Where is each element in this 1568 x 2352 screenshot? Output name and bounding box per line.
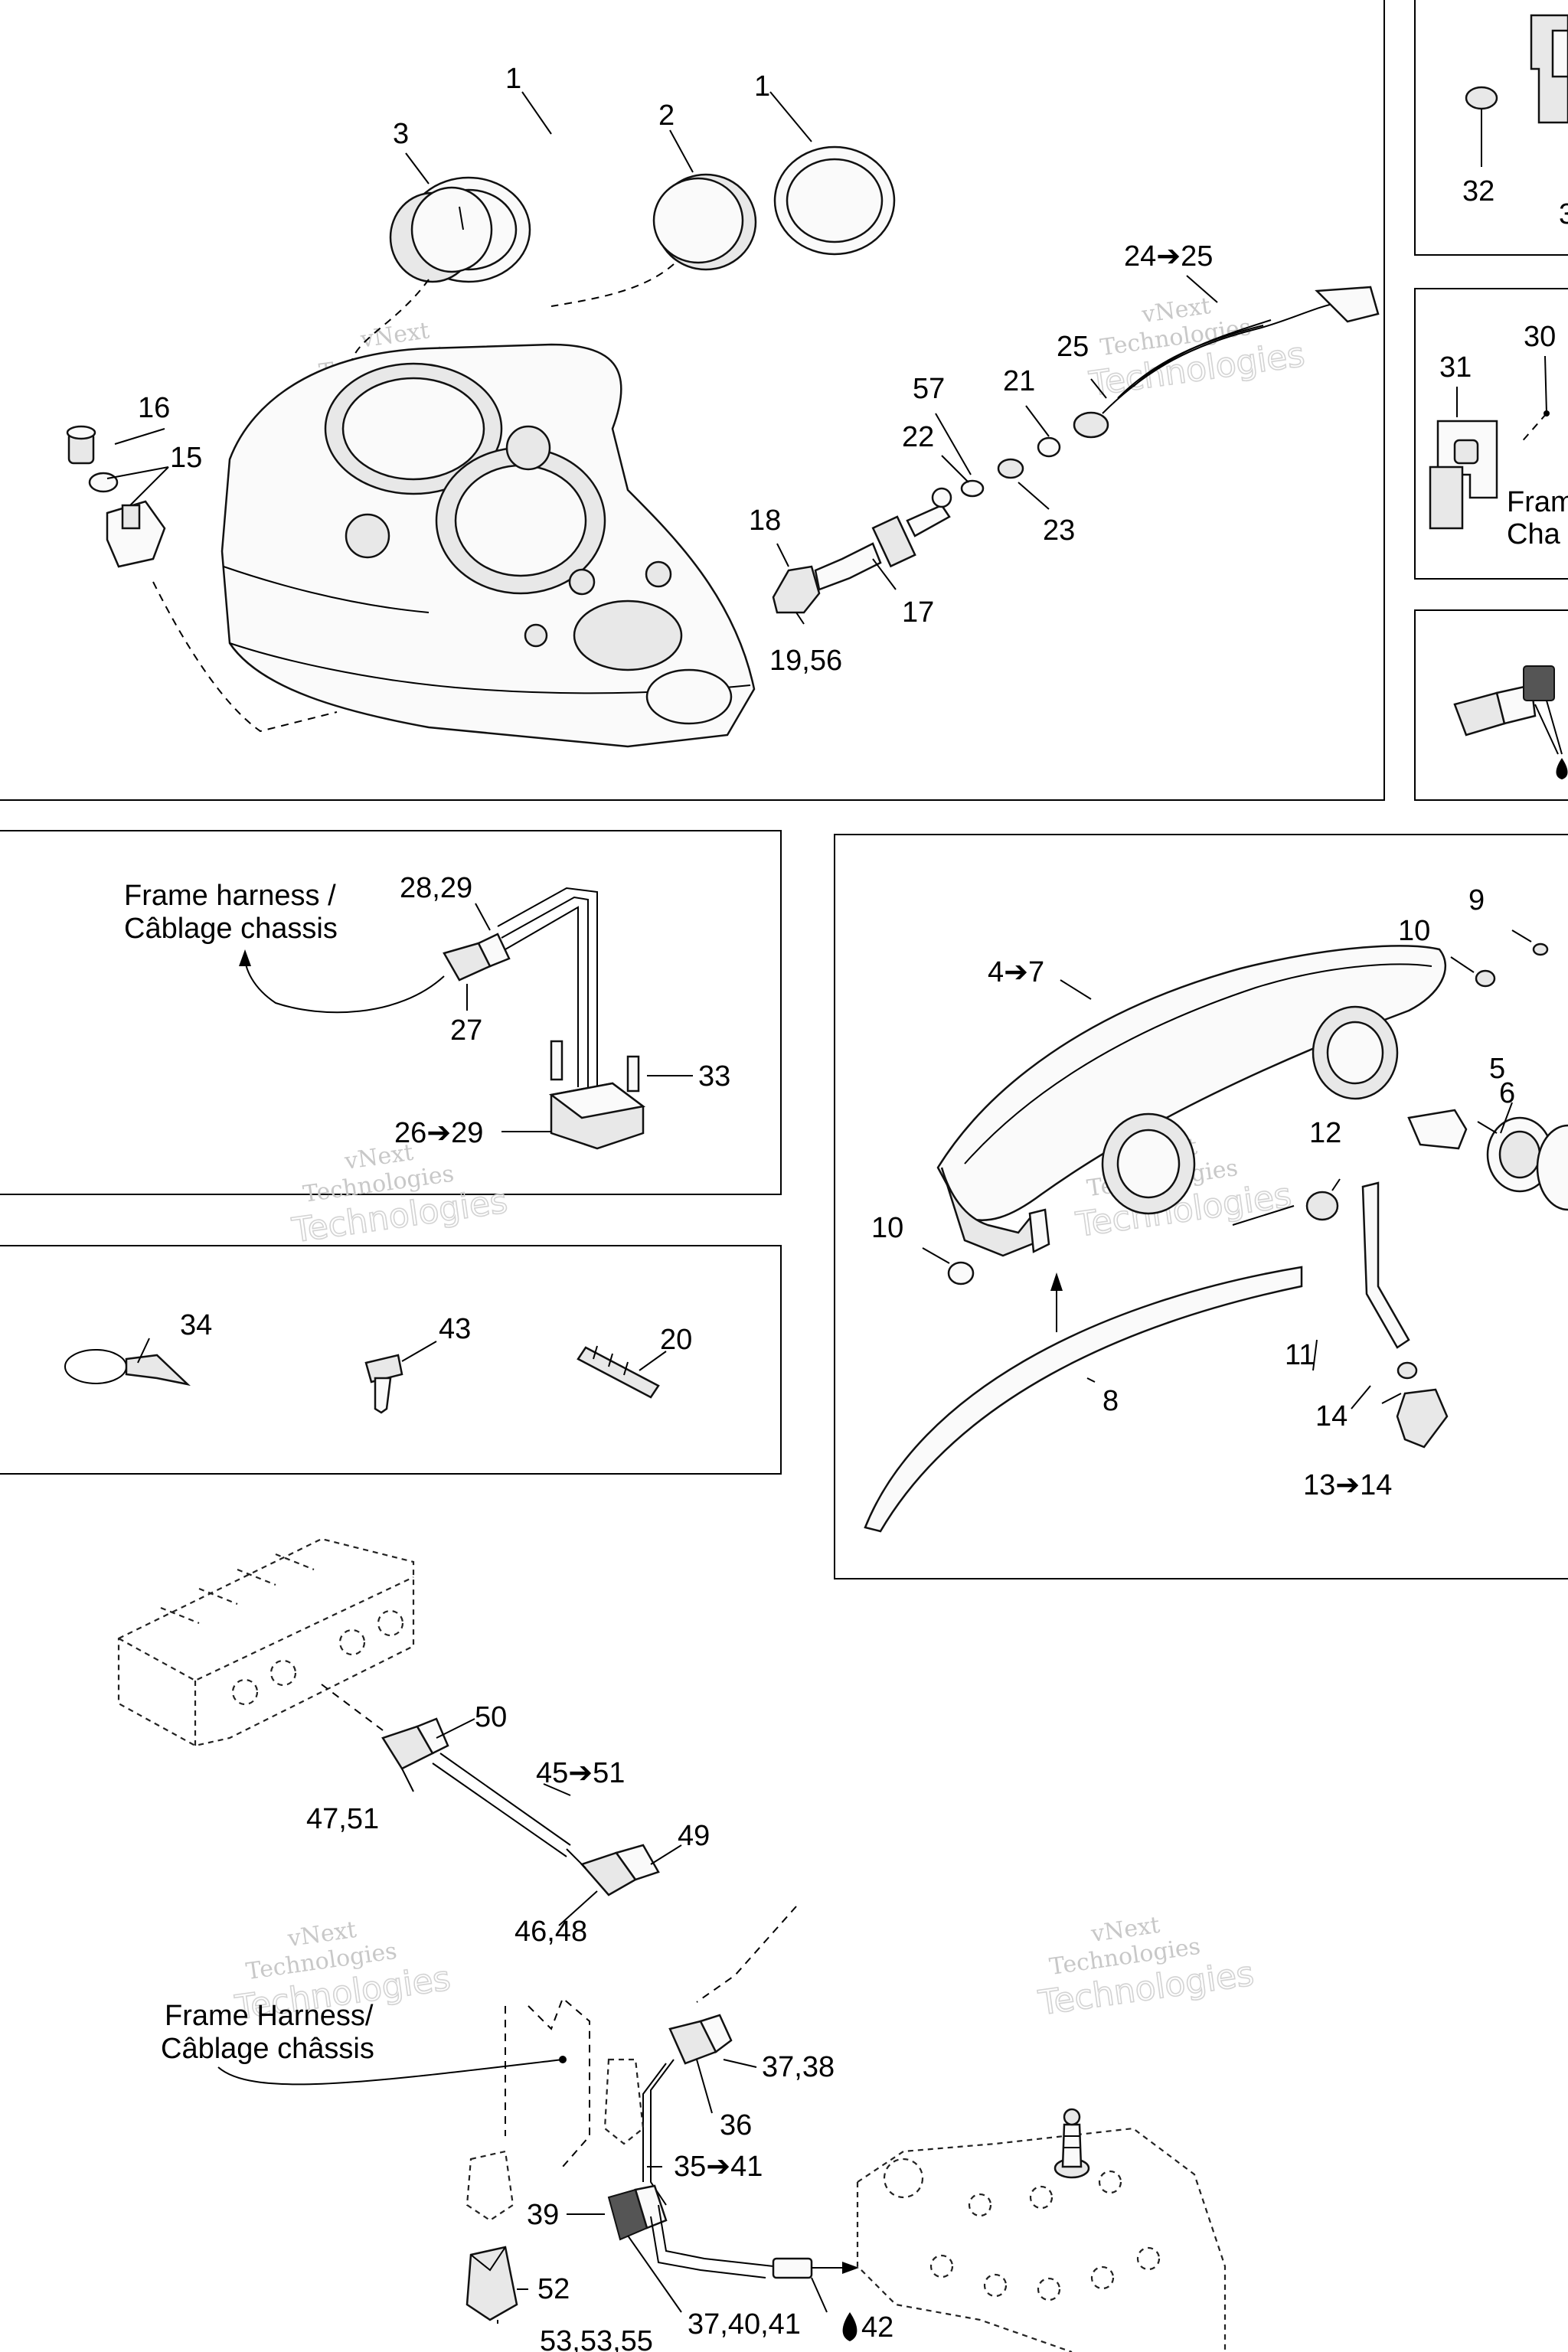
bottom-wiring-section: Frame Harness/ Câblage châssis 50 45➔51 … (117, 1537, 1227, 2352)
label-49: 49 (678, 1820, 710, 1852)
label-21: 21 (1003, 365, 1035, 397)
label-15: 15 (170, 442, 202, 474)
panel-frames (0, 0, 1568, 1579)
drop-icon (842, 2312, 858, 2341)
label-3: 3 (393, 118, 409, 150)
label-4-7: 4➔7 (988, 956, 1044, 988)
label-46-48: 46,48 (514, 1916, 587, 1948)
label-23: 23 (1043, 514, 1075, 547)
label-36: 36 (720, 2109, 752, 2141)
fasteners-panel: 34 43 20 (64, 1309, 692, 1414)
label-8: 8 (1102, 1385, 1119, 1417)
label-33: 33 (698, 1060, 730, 1093)
label-37-38: 37,38 (762, 2051, 835, 2083)
label-39: 39 (527, 2199, 559, 2231)
label-3-cut: 3 (1559, 198, 1568, 230)
label-16: 16 (138, 392, 170, 424)
label-31: 31 (1439, 351, 1472, 384)
label-17: 17 (902, 596, 934, 629)
label-34: 34 (180, 1309, 212, 1341)
switch-parts (66, 425, 166, 568)
label-22: 22 (902, 421, 934, 453)
frame-harness-note-1a: Frame harness / (124, 880, 336, 912)
label-35-41: 35➔41 (674, 2151, 763, 2183)
label-10b: 10 (871, 1212, 903, 1244)
label-53: 53,53,55 (540, 2325, 653, 2352)
harness-module-panel: Frame harness / Câblage chassis 28,29 27… (124, 872, 730, 1150)
label-11: 11 (1285, 1339, 1315, 1371)
label-9: 9 (1468, 884, 1485, 916)
frame-harness-note-2a: Frame Harness/ (165, 2000, 374, 2032)
label-32: 32 (1462, 175, 1494, 207)
headlight-panel: 9 10 4➔7 5 6 12 10 11 8 14 13➔14 (864, 884, 1568, 1533)
label-57: 57 (913, 373, 945, 405)
label-24-25: 24➔25 (1124, 240, 1213, 273)
frame-harness-note-2b: Câblage châssis (161, 2033, 374, 2065)
label-26-29: 26➔29 (394, 1117, 483, 1149)
frame-harness-cut-b: Cha (1507, 518, 1561, 550)
label-50: 50 (475, 1701, 507, 1733)
label-18: 18 (749, 505, 781, 537)
key-lanyard-parts (772, 286, 1380, 614)
label-14: 14 (1315, 1400, 1348, 1432)
label-19-56: 19,56 (769, 645, 842, 677)
frame-harness-note-1b: Câblage chassis (124, 913, 338, 945)
label-5: 5 (1489, 1053, 1505, 1085)
label-13-14: 13➔14 (1303, 1469, 1392, 1501)
gauge-parts (351, 145, 896, 361)
console-assembly (152, 343, 756, 748)
label-2: 2 (658, 100, 675, 132)
label-30: 30 (1524, 321, 1556, 353)
label-42: 42 (861, 2311, 893, 2344)
label-43: 43 (439, 1313, 471, 1345)
label-6: 6 (1499, 1077, 1515, 1109)
label-1b: 1 (754, 70, 770, 103)
label-1a: 1 (505, 63, 521, 95)
label-12: 12 (1309, 1117, 1341, 1149)
label-47-51: 47,51 (306, 1803, 379, 1835)
right-small-panels: 32 3 30 31 Fram Cha (1429, 14, 1568, 779)
label-28-29: 28,29 (400, 872, 472, 904)
frame-harness-cut-a: Fram (1507, 486, 1568, 518)
label-20: 20 (660, 1324, 692, 1356)
label-25: 25 (1057, 331, 1089, 363)
label-10a: 10 (1398, 915, 1430, 947)
label-37-40-41: 37,40,41 (688, 2308, 801, 2341)
label-52: 52 (537, 2273, 570, 2305)
top-panel-labels: 1 2 1 3 24➔25 25 21 57 22 23 16 15 18 17… (106, 63, 1218, 677)
label-27: 27 (450, 1014, 482, 1047)
label-45-51: 45➔51 (536, 1757, 625, 1789)
